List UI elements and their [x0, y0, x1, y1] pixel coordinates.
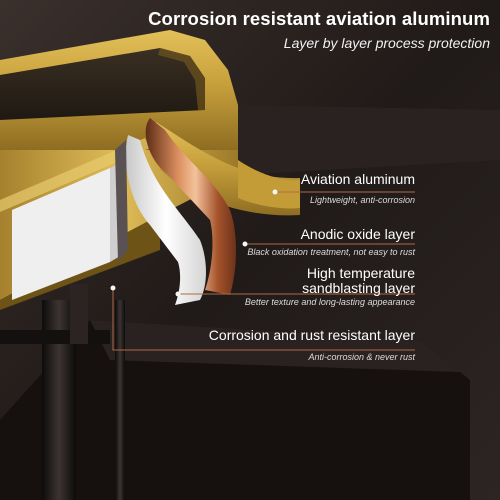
layer-label-corrosion-resistant: Corrosion and rust resistant layer — [208, 327, 415, 343]
page-subtitle: Layer by layer process protection — [283, 35, 490, 51]
layer-desc-anodic-oxide: Black oxidation treatment, not easy to r… — [247, 247, 415, 257]
page-title: Corrosion resistant aviation aluminum — [148, 8, 490, 29]
layer-desc-sandblasting: Better texture and long-lasting appearan… — [244, 297, 415, 307]
layer-label-sandblasting-line2: sandblasting layer — [302, 280, 415, 296]
layer-label-anodic-oxide: Anodic oxide layer — [300, 226, 415, 242]
layer-desc-corrosion-resistant: Anti-corrosion & never rust — [308, 352, 415, 362]
layer-label-sandblasting-line1: High temperature — [306, 265, 415, 281]
layer-label-aviation-aluminum: Aviation aluminum — [300, 171, 415, 187]
layer-desc-aviation-aluminum: Lightweight, anti-corrosion — [309, 195, 415, 205]
